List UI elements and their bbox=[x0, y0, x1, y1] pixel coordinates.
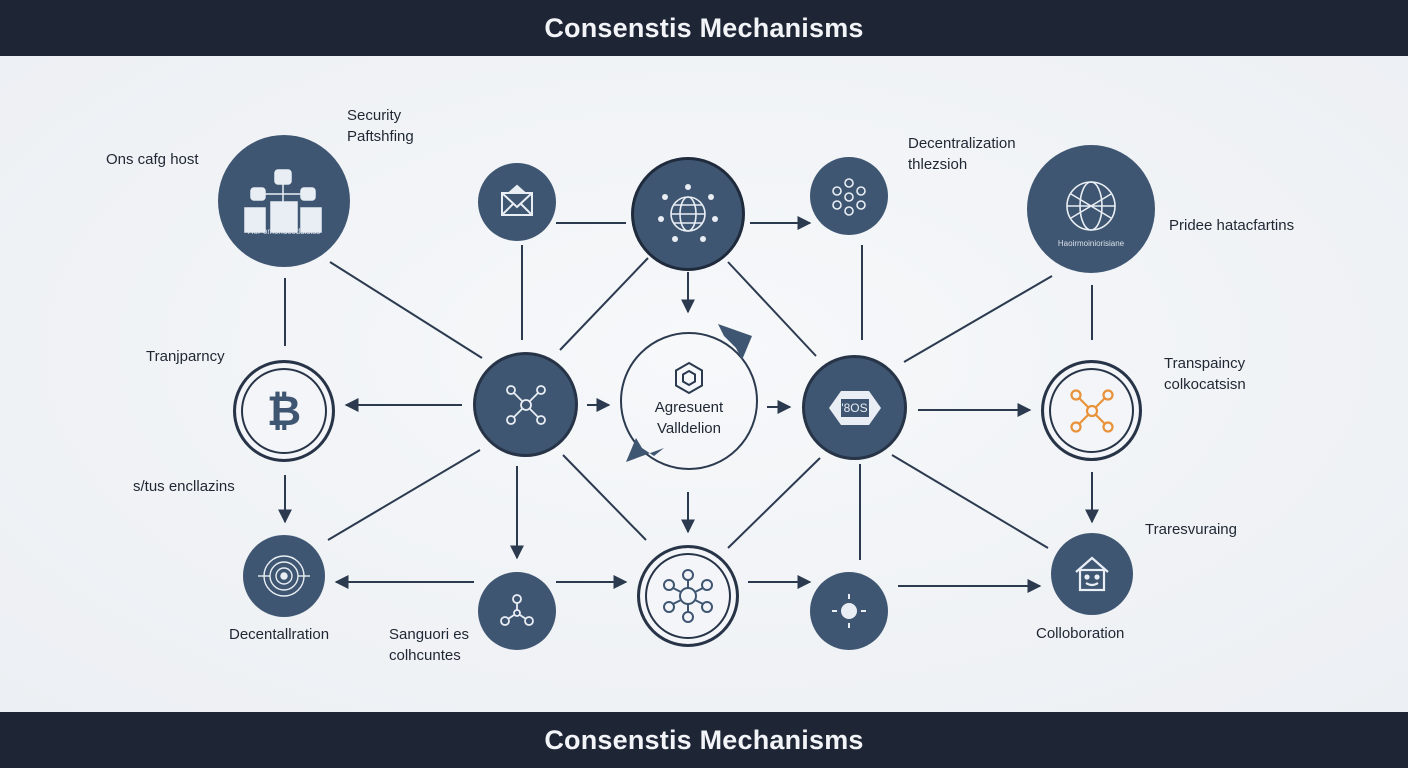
pridee-label: Pridee hatacfartins bbox=[1169, 217, 1295, 234]
transparency-right-line-2: colkocatsisn bbox=[1164, 376, 1246, 393]
edge bbox=[727, 457, 821, 549]
page-title-top: Consenstis Mechanisms bbox=[0, 0, 1408, 56]
people-cluster-icon bbox=[832, 178, 866, 216]
hierarchy-node[interactable]: Hor omondcoddisiss bbox=[218, 135, 350, 267]
center-line-2: Valldelion bbox=[657, 420, 721, 437]
sun-node[interactable] bbox=[810, 572, 888, 650]
fingerprint-icon bbox=[258, 555, 310, 597]
edge bbox=[562, 454, 647, 541]
trares-label: Traresvuraing bbox=[1145, 521, 1237, 538]
hierarchy-caption: Hor omondcoddisiss bbox=[247, 227, 321, 236]
mail-node[interactable] bbox=[478, 163, 556, 241]
security-line-2: Paftshfing bbox=[347, 128, 414, 145]
orange-network-node[interactable] bbox=[1041, 360, 1142, 461]
agreement-validation-text: Agresuent Valldelion bbox=[624, 397, 754, 439]
security-line-1: Security bbox=[347, 107, 402, 124]
orange-network-icon bbox=[1069, 388, 1114, 433]
globe-network-node[interactable] bbox=[634, 160, 742, 268]
edge bbox=[891, 454, 1049, 549]
fingerprint-node[interactable] bbox=[243, 535, 325, 617]
people-cluster-node[interactable] bbox=[810, 157, 888, 235]
cycle-arrow-top-icon bbox=[718, 324, 752, 360]
bitcoin-icon: ₿ bbox=[266, 387, 302, 434]
org-chart-icon bbox=[244, 169, 322, 233]
decentralization-top-line-2: thlezsioh bbox=[908, 156, 968, 173]
edge bbox=[559, 257, 649, 351]
sanguori-label: Sanguori es colhcuntes bbox=[389, 624, 469, 666]
decentralization-top-label: Decentralization thlezsioh bbox=[908, 133, 1016, 175]
edge bbox=[727, 261, 817, 357]
sun-icon bbox=[832, 594, 866, 628]
world-icon bbox=[1066, 181, 1116, 231]
edge bbox=[329, 261, 483, 359]
hexagon-icon bbox=[675, 361, 703, 395]
cycle-arrow-bottom-icon bbox=[626, 438, 664, 462]
network-hub-node[interactable] bbox=[473, 352, 578, 457]
security-label: Security Paftshfing bbox=[347, 105, 414, 147]
sanguori-line-2: colhcuntes bbox=[389, 647, 461, 664]
page-title-bottom: Consenstis Mechanisms bbox=[0, 712, 1408, 768]
agreement-cycle-ring bbox=[620, 332, 758, 470]
envelope-icon bbox=[501, 184, 533, 216]
triangle-nodes-node[interactable] bbox=[478, 572, 556, 650]
sos-node[interactable]: '8OS bbox=[802, 355, 907, 460]
edge bbox=[327, 449, 481, 541]
globe-network-icon bbox=[658, 184, 718, 242]
decentralization-bottom-label: Decentallration bbox=[229, 626, 330, 643]
sanguori-line-1: Sanguori es bbox=[389, 626, 470, 643]
world-node[interactable]: Haoirmoiniorisiane bbox=[1027, 145, 1155, 273]
status-label: s/tus encllazins bbox=[133, 478, 235, 495]
center-line-1: Agresuent bbox=[654, 399, 724, 416]
triangle-nodes-icon bbox=[500, 594, 534, 626]
transparency-right-line-1: Transpaincy bbox=[1164, 355, 1246, 372]
collaboration-label: Colloboration bbox=[1036, 625, 1125, 642]
edge bbox=[903, 275, 1053, 363]
transparency-left-label: Tranjparncy bbox=[146, 348, 225, 365]
sos-badge-text: '8OS bbox=[841, 401, 868, 415]
sos-badge-icon bbox=[828, 390, 881, 425]
transparency-right-label: Transpaincy colkocatsisn bbox=[1164, 353, 1246, 395]
decentralization-top-line-1: Decentralization bbox=[908, 135, 1016, 152]
ons-host-label: Ons cafg host bbox=[106, 151, 199, 168]
network-hub-icon bbox=[505, 384, 546, 425]
gear-cluster-node[interactable] bbox=[637, 545, 739, 647]
bitcoin-node[interactable]: ₿ bbox=[233, 360, 335, 462]
house-node[interactable] bbox=[1051, 533, 1133, 615]
house-icon bbox=[1075, 556, 1109, 592]
gear-cluster-icon bbox=[663, 569, 713, 623]
world-caption: Haoirmoiniorisiane bbox=[1057, 239, 1125, 248]
